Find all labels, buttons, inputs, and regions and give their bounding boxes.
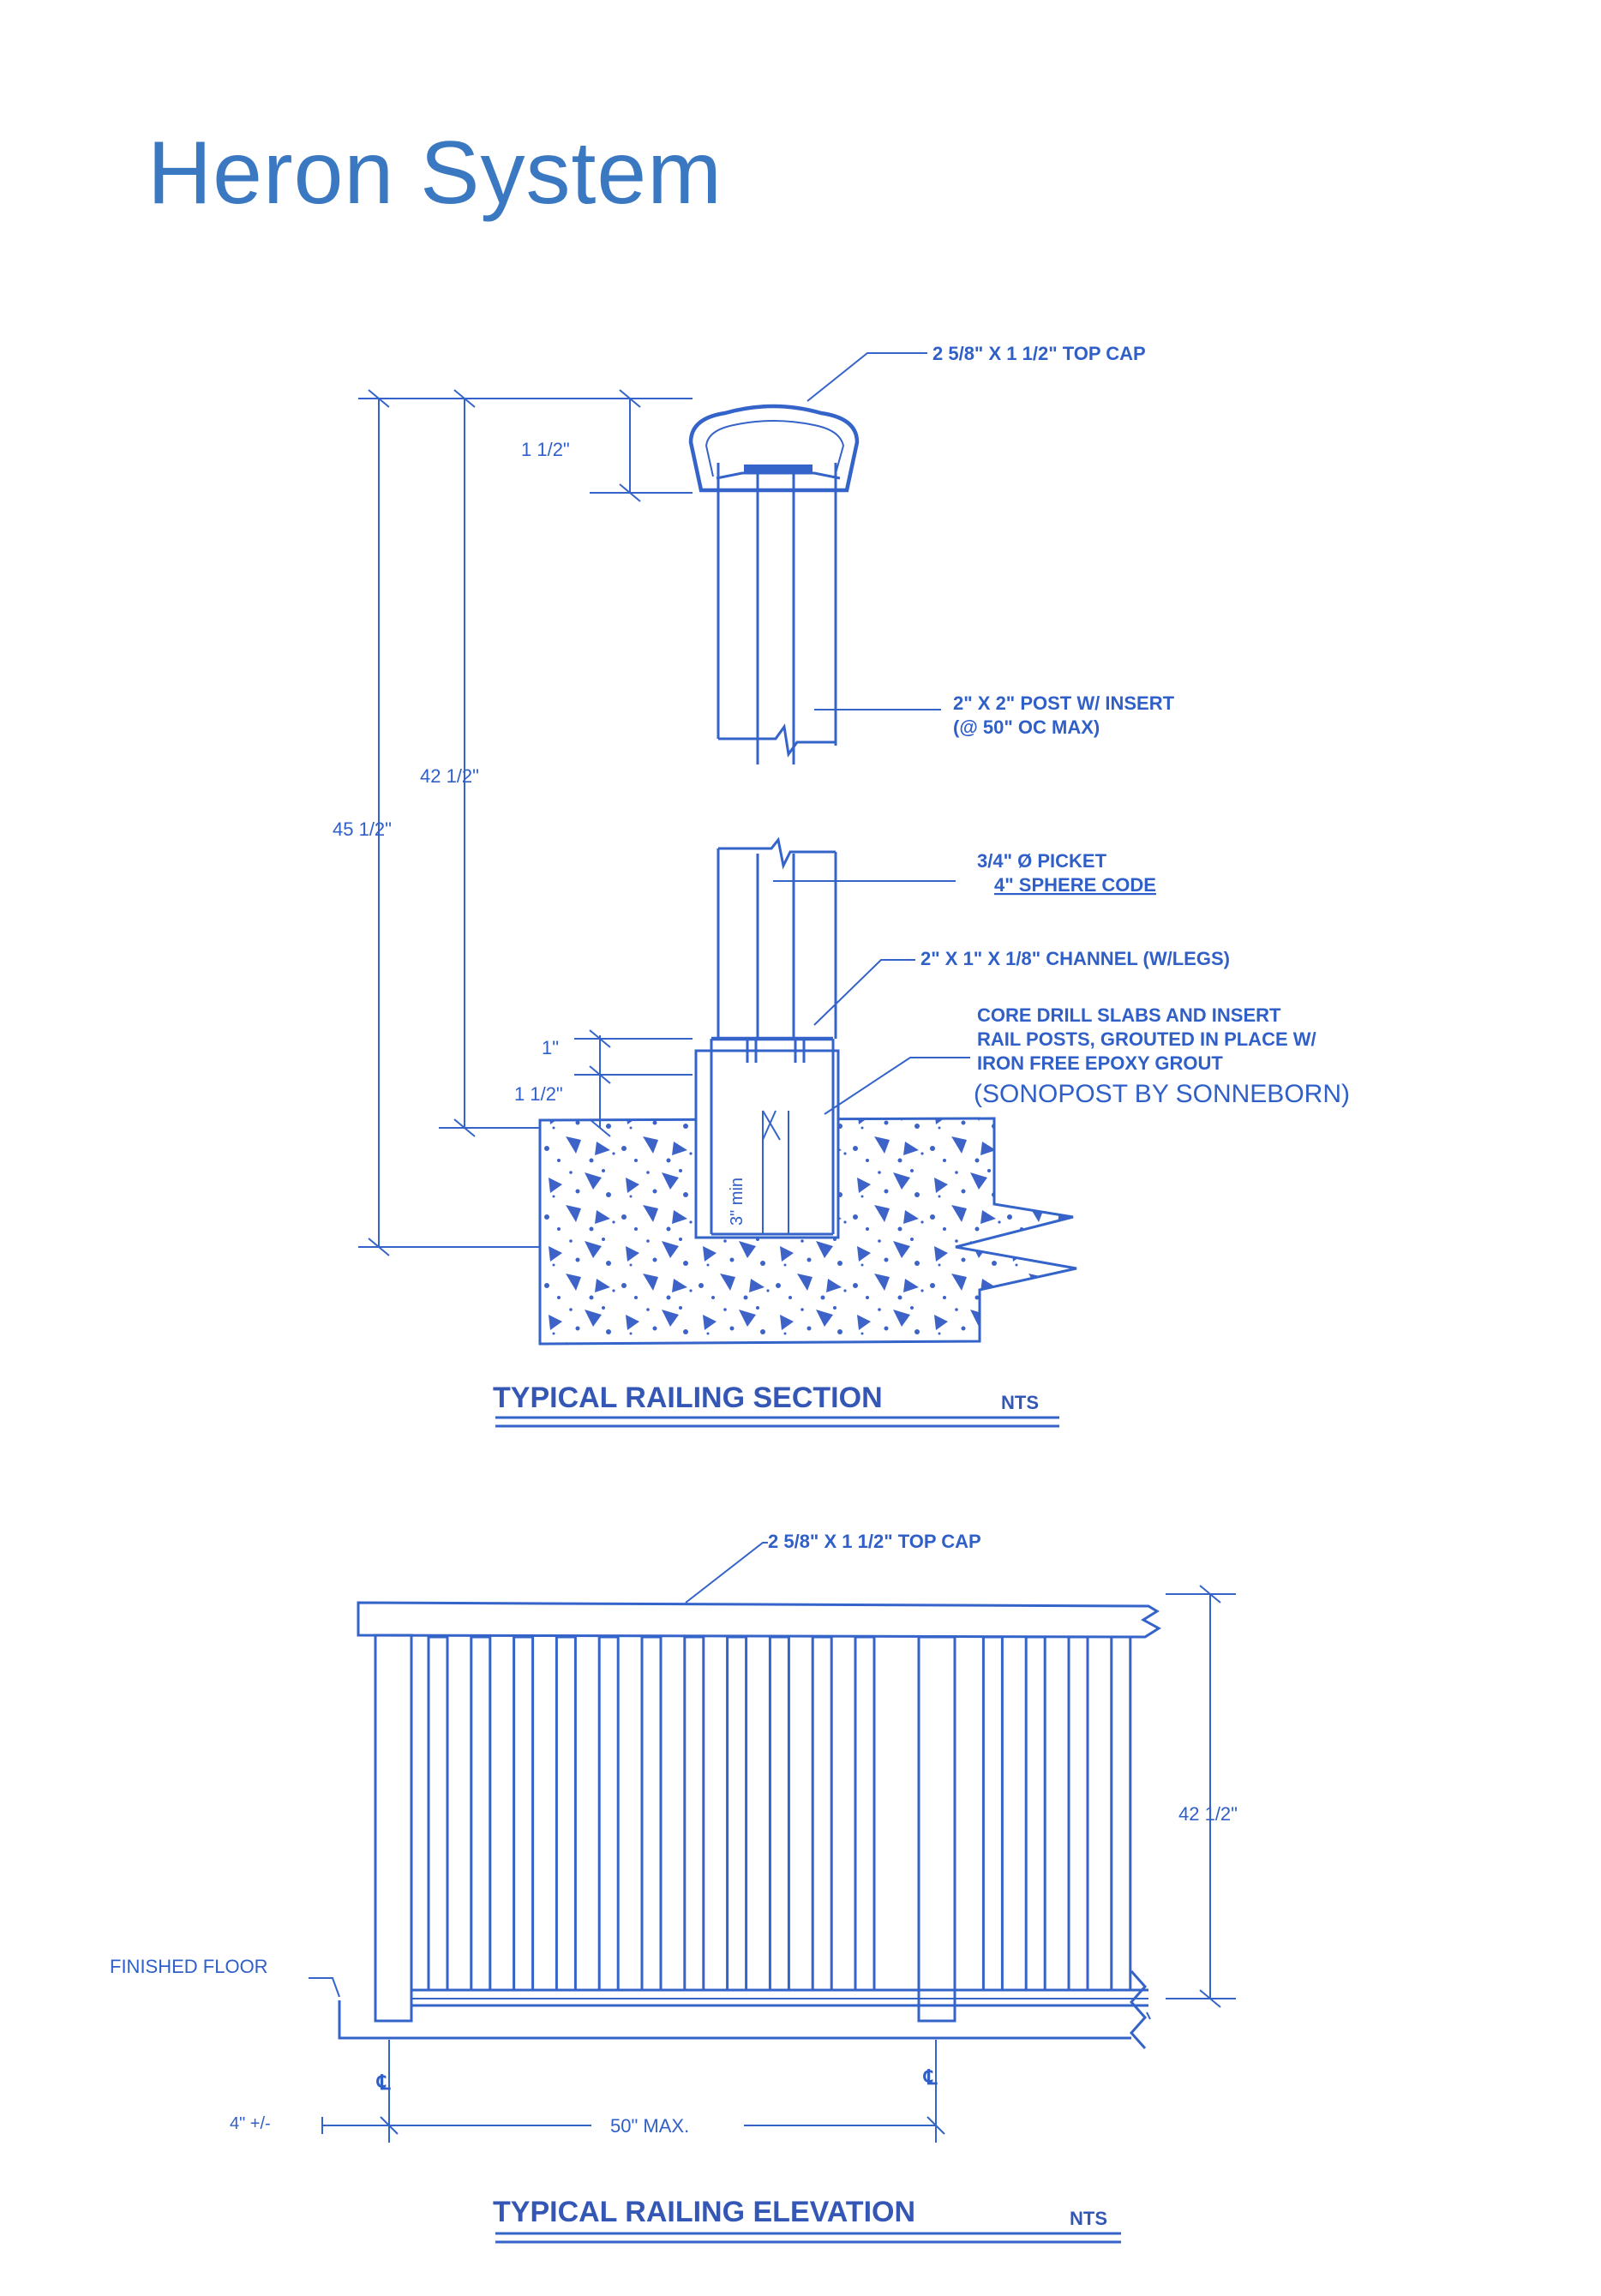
section-channel-label: 2" X 1" X 1/8" CHANNEL (W/LEGS)	[920, 948, 1230, 969]
section-dimensions	[358, 389, 693, 1256]
picket-13	[1024, 1635, 1046, 1992]
finished-floor-line	[309, 1970, 1151, 2049]
picket-8	[726, 1635, 748, 1992]
elevation-pickets	[427, 1635, 1132, 1992]
section-core-line1: CORE DRILL SLABS AND INSERT	[977, 1004, 1281, 1026]
picket-9	[768, 1635, 790, 1992]
elevation-height-dimension	[1166, 1585, 1236, 2008]
picket-5	[597, 1635, 620, 1992]
elevation-height-label: 42 1/2"	[1178, 1803, 1238, 1825]
elevation-post-right	[917, 1635, 956, 2023]
picket-3	[513, 1635, 535, 1992]
section-core-line4: (SONOPOST BY SONNEBORN)	[974, 1080, 1350, 1108]
dim-base-height: 1 1/2"	[514, 1083, 563, 1105]
dim-total-height: 45 1/2"	[333, 818, 392, 840]
page-title: Heron System	[147, 123, 723, 223]
picket-11	[854, 1635, 876, 1992]
elevation-bottom-rail	[411, 1988, 1148, 2007]
elevation-title: TYPICAL RAILING ELEVATION	[493, 2196, 915, 2228]
picket-6	[640, 1635, 663, 1992]
elevation-title-suffix: NTS	[1070, 2208, 1107, 2229]
dim-rail-height: 42 1/2"	[420, 765, 479, 787]
channel-with-legs	[710, 1036, 835, 1236]
railing-elevation-diagram: 2 5/8" X 1 1/2" TOP CAP FINISHED FLOOR 4…	[110, 1531, 1238, 2244]
post-lower	[717, 836, 837, 1039]
section-post-spacing: (@ 50" OC MAX)	[953, 716, 1100, 738]
picket-7	[683, 1635, 705, 1992]
picket-14	[1067, 1635, 1089, 1992]
section-top-cap-label: 2 5/8" X 1 1/2" TOP CAP	[932, 343, 1146, 364]
concrete-slab	[538, 1049, 1077, 1346]
picket-4	[555, 1635, 577, 1992]
picket-15	[1110, 1635, 1132, 1992]
dim-cap-height: 1 1/2"	[521, 439, 570, 460]
elevation-top-cap-label: 2 5/8" X 1 1/2" TOP CAP	[768, 1531, 981, 1552]
elevation-floor-label: FINISHED FLOOR	[110, 1956, 268, 1977]
section-core-line2: RAIL POSTS, GROUTED IN PLACE W/	[977, 1028, 1316, 1050]
dim-channel-height: 1"	[542, 1037, 559, 1058]
elevation-span-label: 50" MAX.	[610, 2115, 689, 2137]
picket-10	[811, 1635, 833, 1992]
elevation-post-left	[374, 1634, 413, 2023]
elevation-centerline-right: ℄	[923, 2066, 938, 2089]
section-core-line3: IRON FREE EPOXY GROUT	[977, 1052, 1223, 1074]
railing-section-diagram: 1 1/2" 42 1/2" 45 1/2" 1" 1 1/2" 3" min …	[333, 343, 1350, 1428]
elevation-offset-label: 4" +/-	[230, 2114, 271, 2133]
section-title-suffix: NTS	[1001, 1392, 1039, 1413]
section-leaders	[773, 352, 970, 1115]
elevation-centerline-left: ℄	[376, 2071, 391, 2095]
core-drill-hole	[694, 1049, 840, 1239]
dim-embed-depth: 3" min	[728, 1178, 747, 1226]
section-title: TYPICAL RAILING SECTION	[493, 1382, 883, 1414]
picket-2	[470, 1635, 492, 1992]
section-post-label: 2" X 2" POST W/ INSERT	[953, 692, 1175, 714]
post-upper	[717, 463, 837, 764]
picket-1	[427, 1635, 449, 1992]
section-sphere-code: 4" SPHERE CODE	[994, 874, 1156, 896]
elevation-span-dimensions	[321, 2040, 945, 2143]
elevation-top-cap	[357, 1601, 1161, 1639]
section-picket-label: 3/4" Ø PICKET	[977, 850, 1107, 872]
picket-12	[981, 1635, 1004, 1992]
top-cap-profile	[688, 404, 860, 493]
